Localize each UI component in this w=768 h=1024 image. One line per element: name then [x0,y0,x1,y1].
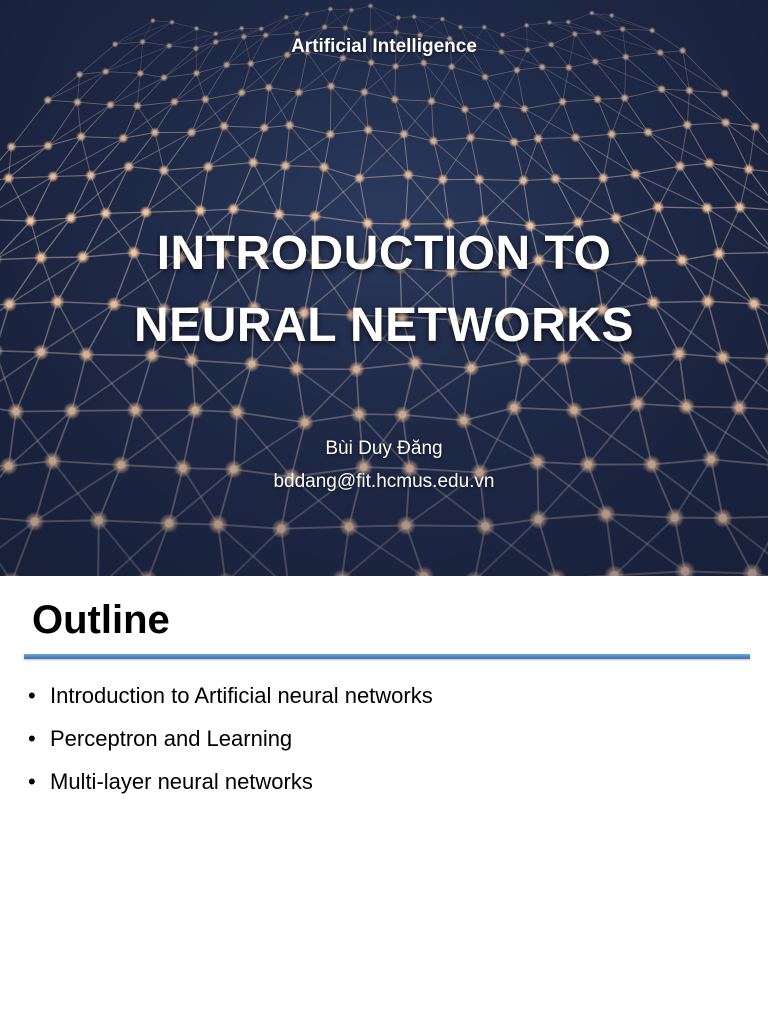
list-item: • Perceptron and Learning [28,725,433,768]
list-item: • Multi-layer neural networks [28,768,433,811]
list-item-text: Perceptron and Learning [50,726,293,751]
author-name: Bùi Duy Đăng [325,438,443,459]
title-divider [24,654,750,659]
course-name: Artificial Intelligence [291,36,477,57]
outline-slide: Outline • Introduction to Artificial neur… [0,576,768,1024]
network-background-image [0,0,768,576]
outline-list: • Introduction to Artificial neural netwo… [28,682,433,811]
author-email: bddang@fit.hcmus.edu.vn [273,471,495,492]
title-line-1: INTRODUCTION TO [156,227,612,280]
bullet-icon: • [28,769,36,794]
presentation-title: INTRODUCTION TO NEURAL NETWORKS [0,218,768,362]
bullet-icon: • [28,683,36,708]
list-item-text: Introduction to Artificial neural networ… [50,683,433,708]
list-item: • Introduction to Artificial neural netwo… [28,682,433,725]
title-slide: Artificial Intelligence INTRODUCTION TO … [0,0,768,576]
list-item-text: Multi-layer neural networks [50,769,313,794]
outline-title: Outline [32,598,170,642]
bullet-icon: • [28,726,36,751]
title-line-2: NEURAL NETWORKS [134,299,634,352]
